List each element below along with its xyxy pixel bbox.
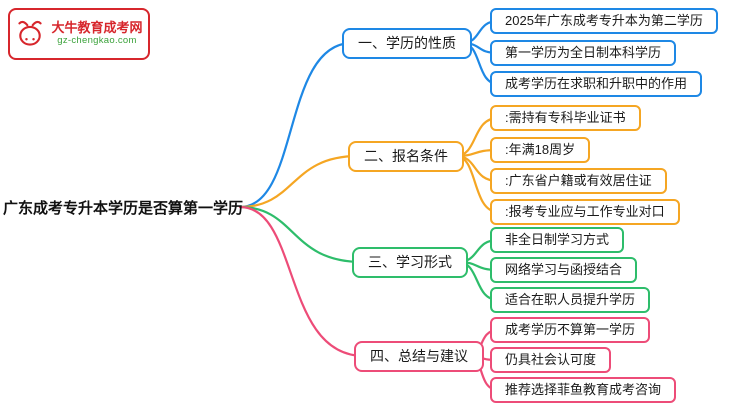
leaf-node: :年满18周岁: [490, 137, 591, 163]
edge-root-branch4: [238, 205, 366, 358]
logo-title: 大牛教育成考网: [51, 20, 143, 36]
branch-node-1: 一、学历的性质: [342, 28, 472, 59]
leaf-node: 适合在职人员提升学历: [490, 287, 651, 313]
leaf-node: :广东省户籍或有效居住证: [490, 168, 667, 194]
leaf-node: :报考专业应与工作专业对口: [490, 199, 680, 225]
leaf-node: 推荐选择菲鱼教育成考咨询: [490, 377, 677, 403]
leaf-node: 非全日制学习方式: [490, 227, 625, 253]
root-node: 广东成考专升本学历是否算第一学历: [3, 200, 244, 217]
branch-node-3: 三、学习形式: [352, 247, 468, 278]
leaf-node: 仍具社会认可度: [490, 347, 612, 373]
leaf-node: 成考学历在求职和升职中的作用: [490, 71, 703, 97]
edge-root-branch1: [238, 41, 354, 209]
leaf-node: 网络学习与函授结合: [490, 257, 638, 283]
logo-text-block: 大牛教育成考网 gz-chengkao.com: [51, 20, 143, 47]
leaf-node: 2025年广东成考专升本为第二学历: [490, 8, 718, 34]
leaf-node: :需持有专科毕业证书: [490, 105, 641, 131]
site-logo: 大牛教育成考网 gz-chengkao.com: [8, 8, 150, 60]
logo-subtitle: gz-chengkao.com: [57, 35, 137, 46]
bull-icon: [18, 20, 43, 46]
edge-root-branch2: [238, 154, 360, 209]
branch-node-4: 四、总结与建议: [354, 341, 484, 372]
leaf-node: 第一学历为全日制本科学历: [490, 40, 677, 66]
branch-node-2: 二、报名条件: [348, 141, 464, 172]
edge-root-branch3: [238, 205, 364, 264]
leaf-node: 成考学历不算第一学历: [490, 317, 651, 343]
